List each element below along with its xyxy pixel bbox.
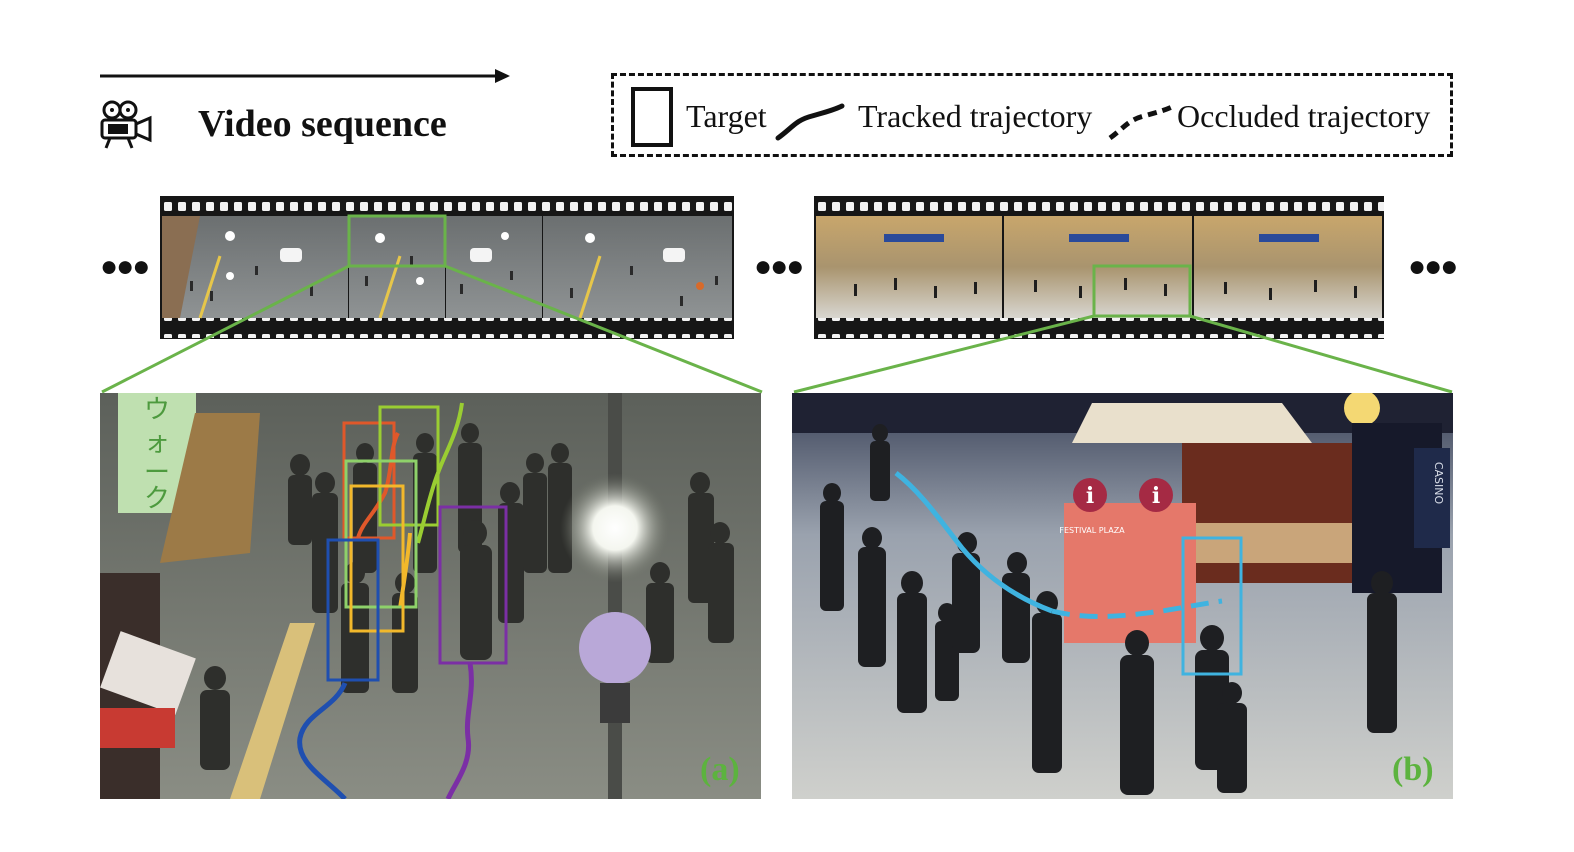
trajectory-blue (297, 681, 348, 799)
trajectory-occluded (1051, 598, 1223, 619)
legend-target-label: Target (686, 98, 767, 134)
svg-text:ク: ク (144, 484, 170, 514)
street-frame-4 (543, 216, 732, 319)
filmstrip-street (160, 196, 734, 339)
highlight-box-street (347, 214, 447, 268)
zoom-panel-b: CASINO i i FESTIVAL PLAZA (b) (792, 393, 1453, 799)
target-box-purple (438, 505, 508, 665)
target-box-blue (326, 538, 380, 682)
lamp-post (608, 393, 622, 799)
legend-occluded-label: Occluded trajectory (1177, 98, 1431, 134)
ellipsis-left: ●●● (100, 250, 150, 283)
trajectory-tracked (894, 471, 1053, 614)
station-frame-1 (816, 216, 1002, 318)
legend-tracked-label: Tracked trajectory (858, 98, 1093, 134)
street-scene: ウ ォ ー ク (100, 393, 761, 799)
casino-sign: CASINO (1432, 462, 1445, 505)
target-box-cyan (1181, 536, 1243, 676)
svg-text:ォ: ォ (144, 428, 170, 458)
panel-label-b: (b) (1392, 751, 1434, 788)
target-box-lightgreen (344, 459, 418, 609)
station-scene: CASINO i i FESTIVAL PLAZA (792, 393, 1453, 799)
target-box-orange (342, 421, 396, 540)
svg-text:ウ: ウ (144, 395, 170, 425)
svg-text:ー: ー (144, 458, 170, 488)
svg-text:FESTIVAL PLAZA: FESTIVAL PLAZA (1059, 526, 1125, 535)
info-kiosk (1064, 503, 1196, 643)
occluded-trajectory-icon (1108, 103, 1176, 141)
legend-box: Target Tracked trajectory Occluded traje… (611, 73, 1453, 157)
target-box-lime (378, 405, 440, 527)
station-frame-3 (1194, 216, 1382, 318)
trajectory-purple (445, 662, 474, 799)
highlight-box-station (1092, 264, 1192, 318)
panel-label-a: (a) (700, 751, 740, 788)
svg-text:i: i (1152, 483, 1160, 509)
ellipsis-right: ●●● (1408, 250, 1458, 283)
video-sequence-title: Video sequence (198, 103, 447, 145)
filmstrip-station-frames (814, 196, 1384, 339)
street-frame-3 (446, 216, 542, 318)
filmstrip-street-frames (160, 196, 734, 339)
tracked-trajectory-icon (775, 103, 845, 141)
ellipsis-middle: ●●● (754, 250, 804, 283)
zoom-panel-a: ウ ォ ー ク (100, 393, 761, 799)
lamp-light (560, 473, 670, 583)
timeline-arrow (100, 69, 510, 83)
target-box-icon (631, 87, 673, 147)
svg-text:i: i (1086, 483, 1094, 509)
video-camera-icon (100, 100, 152, 149)
filmstrip-station (814, 196, 1384, 339)
